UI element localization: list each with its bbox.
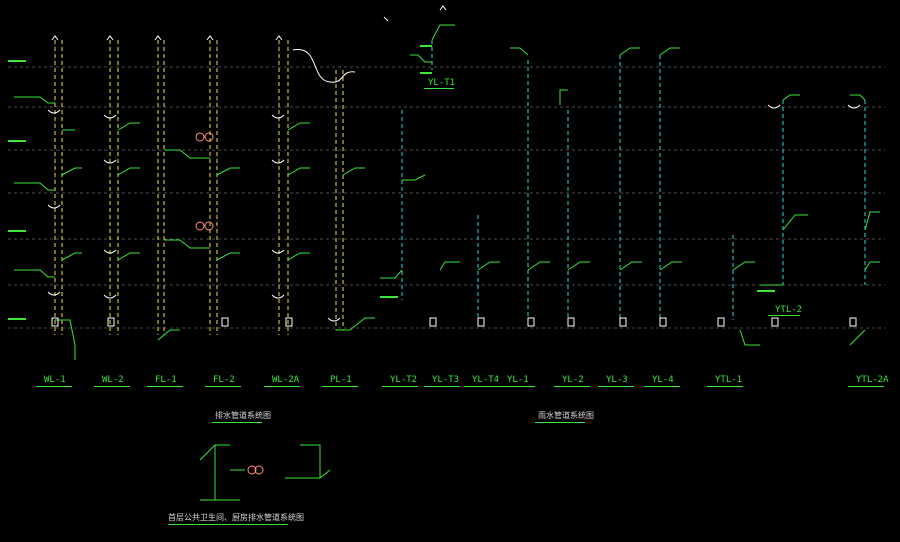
caption-bathroom-detail: 首层公共卫生间、厨房排水管道系统图 (168, 513, 304, 522)
floor-level-lines (8, 66, 885, 329)
riser-label-underline (464, 386, 500, 387)
riser-label-underline (554, 386, 590, 387)
rain-risers (401, 40, 866, 320)
riser-label-yl-1: YL-1 (507, 375, 529, 385)
riser-label-yl-4: YL-4 (652, 375, 674, 385)
riser-label-underline (598, 386, 634, 387)
riser-label-underline (205, 386, 241, 387)
riser-label-underline (424, 386, 460, 387)
riser-label-yl-t3: YL-T3 (432, 375, 460, 385)
riser-label-underline (94, 386, 130, 387)
riser-label-underline (499, 386, 535, 387)
top-label-ytl2: YTL-2 (775, 305, 803, 315)
branch-pipes (14, 54, 880, 360)
fixture-traps (47, 104, 861, 327)
rain-top-details (431, 24, 866, 105)
riser-label-wl-2a: WL-2A (272, 375, 300, 385)
riser-label-underline (644, 386, 680, 387)
bathroom-detail-sketch (199, 444, 331, 501)
riser-label-yl-2: YL-2 (562, 375, 584, 385)
vent-pipe-curve (292, 49, 356, 83)
vent-caps (51, 5, 447, 41)
riser-label-underline (322, 386, 358, 387)
floor-drain-markers (195, 132, 264, 475)
riser-label-underline (36, 386, 72, 387)
caption-drainage-underline (212, 422, 262, 423)
top-label-ylt1-underline (424, 88, 454, 89)
caption-rain-system: 雨水管道系统图 (538, 411, 594, 420)
dimension-marks (8, 45, 775, 320)
top-label-ytl2-underline (768, 315, 800, 316)
riser-label-wl-2: WL-2 (102, 375, 124, 385)
drain-risers (54, 40, 344, 335)
riser-label-yl-t2: YL-T2 (390, 375, 418, 385)
riser-label-underline (147, 386, 183, 387)
caption-rain-underline (535, 422, 585, 423)
caption-drainage-system: 排水管道系统图 (215, 411, 271, 420)
riser-label-wl-1: WL-1 (44, 375, 66, 385)
riser-label-yl-3: YL-3 (606, 375, 628, 385)
riser-label-underline (382, 386, 418, 387)
riser-label-fl-1: FL-1 (155, 375, 177, 385)
caption-bathroom-underline (168, 524, 288, 525)
riser-label-ytl-1: YTL-1 (715, 375, 743, 385)
riser-label-pl-1: PL-1 (330, 375, 352, 385)
riser-label-underline (707, 386, 743, 387)
riser-label-fl-2: FL-2 (213, 375, 235, 385)
riser-label-ytl-2a: YTL-2A (856, 375, 889, 385)
riser-label-underline (848, 386, 884, 387)
riser-label-underline (264, 386, 300, 387)
riser-label-yl-t4: YL-T4 (472, 375, 500, 385)
top-label-ylt1: YL-T1 (428, 78, 456, 88)
